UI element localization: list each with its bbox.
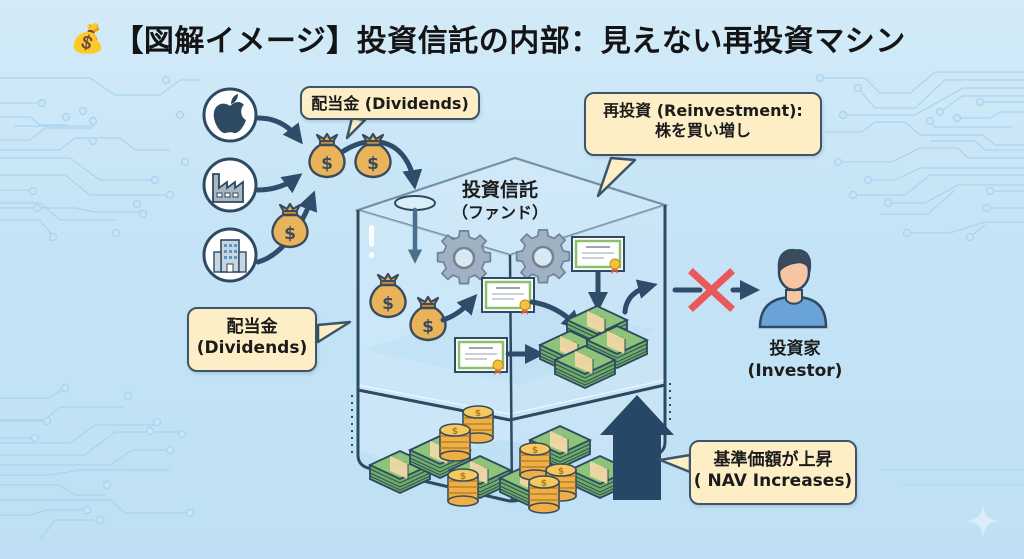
bubble-tail (596, 156, 637, 198)
apple-logo-icon (213, 94, 246, 134)
fund-label: 投資信託 （ファンド） (440, 178, 560, 223)
dividends-callout-top: 配当金 (Dividends) (300, 86, 480, 120)
dividends-callout-left-line1: 配当金 (226, 317, 278, 337)
dividends-callout-text: 配当金 (Dividends) (311, 94, 469, 113)
money-bag-icon (308, 132, 346, 179)
investor-label-jp: 投資家 (769, 339, 821, 359)
bubble-tail (316, 320, 352, 344)
sparkle-icon (967, 505, 999, 537)
money-bag-icon: 💰 (70, 21, 106, 55)
money-bag-icon (271, 202, 309, 249)
investor-label-en: (Investor) (747, 361, 843, 382)
investor-label: 投資家 (Investor) (740, 338, 850, 382)
office-building-icon (213, 239, 247, 273)
reinvestment-callout: 再投資 (Reinvestment): 株を買い増し (584, 92, 822, 156)
dividends-callout-left: 配当金 (Dividends) (187, 307, 317, 372)
stock-certificate-icon (570, 235, 626, 276)
investor-avatar-icon (758, 248, 828, 329)
gold-coins-icon (528, 475, 560, 514)
gold-coins-icon (447, 468, 479, 507)
reinvestment-callout-line2: 株を買い増し (654, 121, 751, 140)
gear-icon (515, 228, 571, 284)
fund-title: 投資信託 (461, 179, 538, 201)
nav-callout-line1: 基準価額が上昇 (713, 450, 833, 470)
source-office (202, 227, 258, 283)
nav-callout: 基準価額が上昇 ( NAV Increases) (689, 440, 857, 505)
fund-subtitle: （ファンド） (451, 202, 548, 222)
stock-certificate-icon (453, 336, 509, 377)
nav-callout-line2: ( NAV Increases) (693, 471, 853, 492)
factory-icon (212, 173, 244, 203)
reinvest-flow-arrows (440, 270, 658, 364)
stock-certificate-icon (480, 276, 536, 317)
gold-coins-icon (439, 423, 471, 462)
reinvestment-callout-line1: 再投資 (Reinvestment): (603, 101, 803, 120)
page-title: 💰 【図解イメージ】投資信託の内部：見えない再投資マシン (70, 16, 906, 60)
gear-icon (436, 229, 492, 285)
page-title-text: 【図解イメージ】投資信託の内部：見えない再投資マシン (113, 24, 906, 59)
source-factory (202, 157, 258, 213)
blocked-payout (672, 268, 760, 312)
bubble-tail (658, 453, 692, 474)
nav-up-arrow-icon (600, 395, 674, 500)
money-bag-icon (354, 132, 392, 179)
source-apple (202, 87, 258, 143)
red-x-icon (688, 268, 735, 312)
dividends-callout-left-line2: (Dividends) (196, 338, 308, 359)
